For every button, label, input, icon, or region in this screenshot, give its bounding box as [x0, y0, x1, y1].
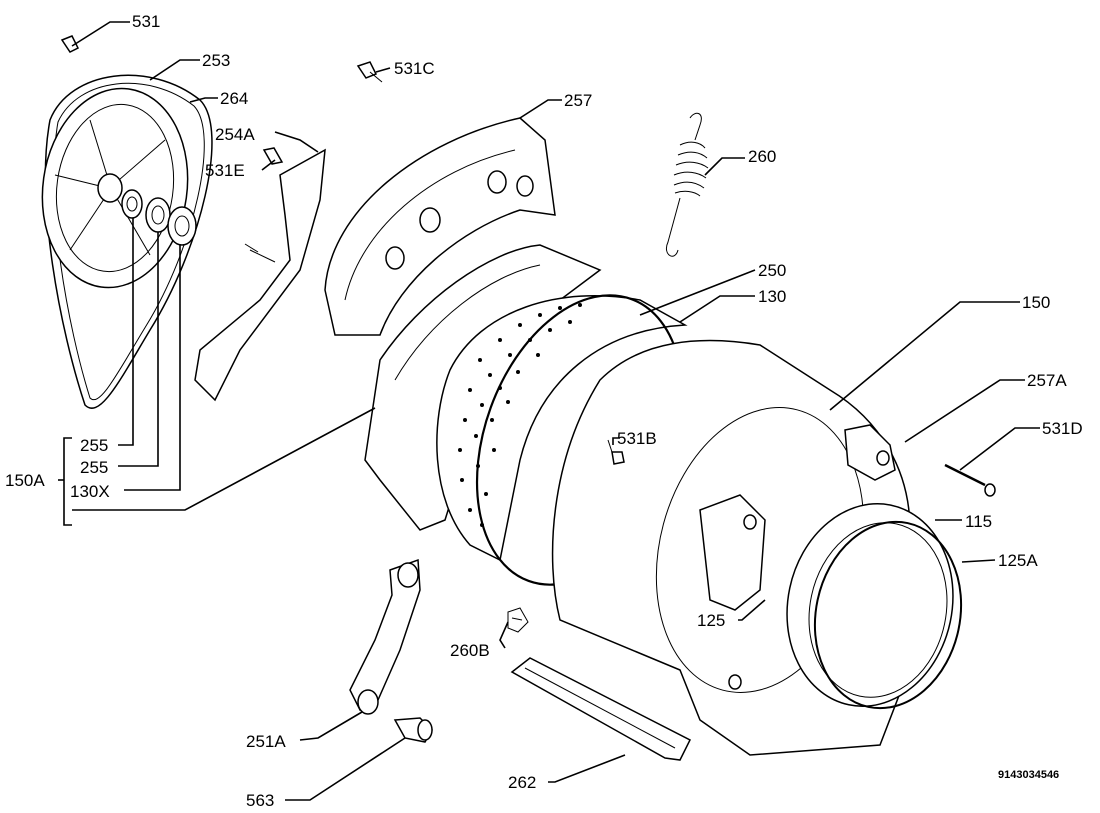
- pulley-264: [41, 87, 189, 289]
- bar-262: [510, 657, 692, 761]
- label-531B: 531B: [617, 429, 657, 448]
- part-labels: 531 253 264 531C 257 254A 531E 260 250 1…: [5, 12, 1083, 810]
- label-260: 260: [748, 147, 776, 166]
- drawing-code: 9143034546: [998, 769, 1059, 781]
- label-250: 250: [758, 261, 786, 280]
- label-255-a: 255: [80, 436, 108, 455]
- label-125: 125: [697, 611, 725, 630]
- shock-absorber-251A: [349, 558, 421, 715]
- label-130X: 130X: [70, 482, 110, 501]
- drive-belt-253: [44, 74, 213, 409]
- label-257A: 257A: [1027, 371, 1067, 390]
- label-125A: 125A: [998, 551, 1038, 570]
- label-264: 264: [220, 89, 248, 108]
- label-253: 253: [202, 51, 230, 70]
- label-563: 563: [246, 791, 274, 810]
- screws: [60, 35, 383, 165]
- pin-563: [393, 717, 433, 743]
- label-257: 257: [564, 91, 592, 110]
- label-531: 531: [132, 12, 160, 31]
- label-115: 115: [965, 512, 992, 531]
- label-262: 262: [508, 773, 536, 792]
- label-255-b: 255: [80, 458, 108, 477]
- spring-260: [666, 112, 709, 257]
- drum-spider-254A: [194, 148, 326, 402]
- label-531D: 531D: [1042, 419, 1083, 438]
- door-seal-115: [786, 503, 963, 710]
- counterweight-257: [324, 117, 556, 336]
- screws-531B-531D: [607, 439, 996, 497]
- label-150: 150: [1022, 293, 1050, 312]
- label-260B: 260B: [450, 641, 490, 660]
- label-251A: 251A: [246, 732, 286, 751]
- clip-260B: [507, 607, 529, 633]
- label-254A: 254A: [215, 125, 255, 144]
- label-150A: 150A: [5, 471, 45, 490]
- label-130: 130: [758, 287, 786, 306]
- label-531E: 531E: [205, 161, 245, 180]
- label-531C: 531C: [394, 59, 435, 78]
- leader-lines: [58, 21, 1040, 801]
